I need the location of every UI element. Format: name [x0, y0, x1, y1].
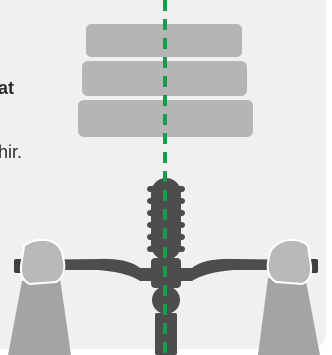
right-hand — [266, 238, 313, 286]
left-arm — [8, 278, 71, 355]
right-arm — [258, 278, 320, 355]
left-hand — [19, 238, 66, 286]
head-tube — [152, 286, 180, 314]
cut-off-heading-text: at — [0, 78, 15, 98]
rider-arms — [8, 278, 320, 355]
cut-off-body-text: hir. — [0, 142, 23, 162]
fork — [155, 313, 177, 355]
rider-hands — [19, 238, 313, 286]
